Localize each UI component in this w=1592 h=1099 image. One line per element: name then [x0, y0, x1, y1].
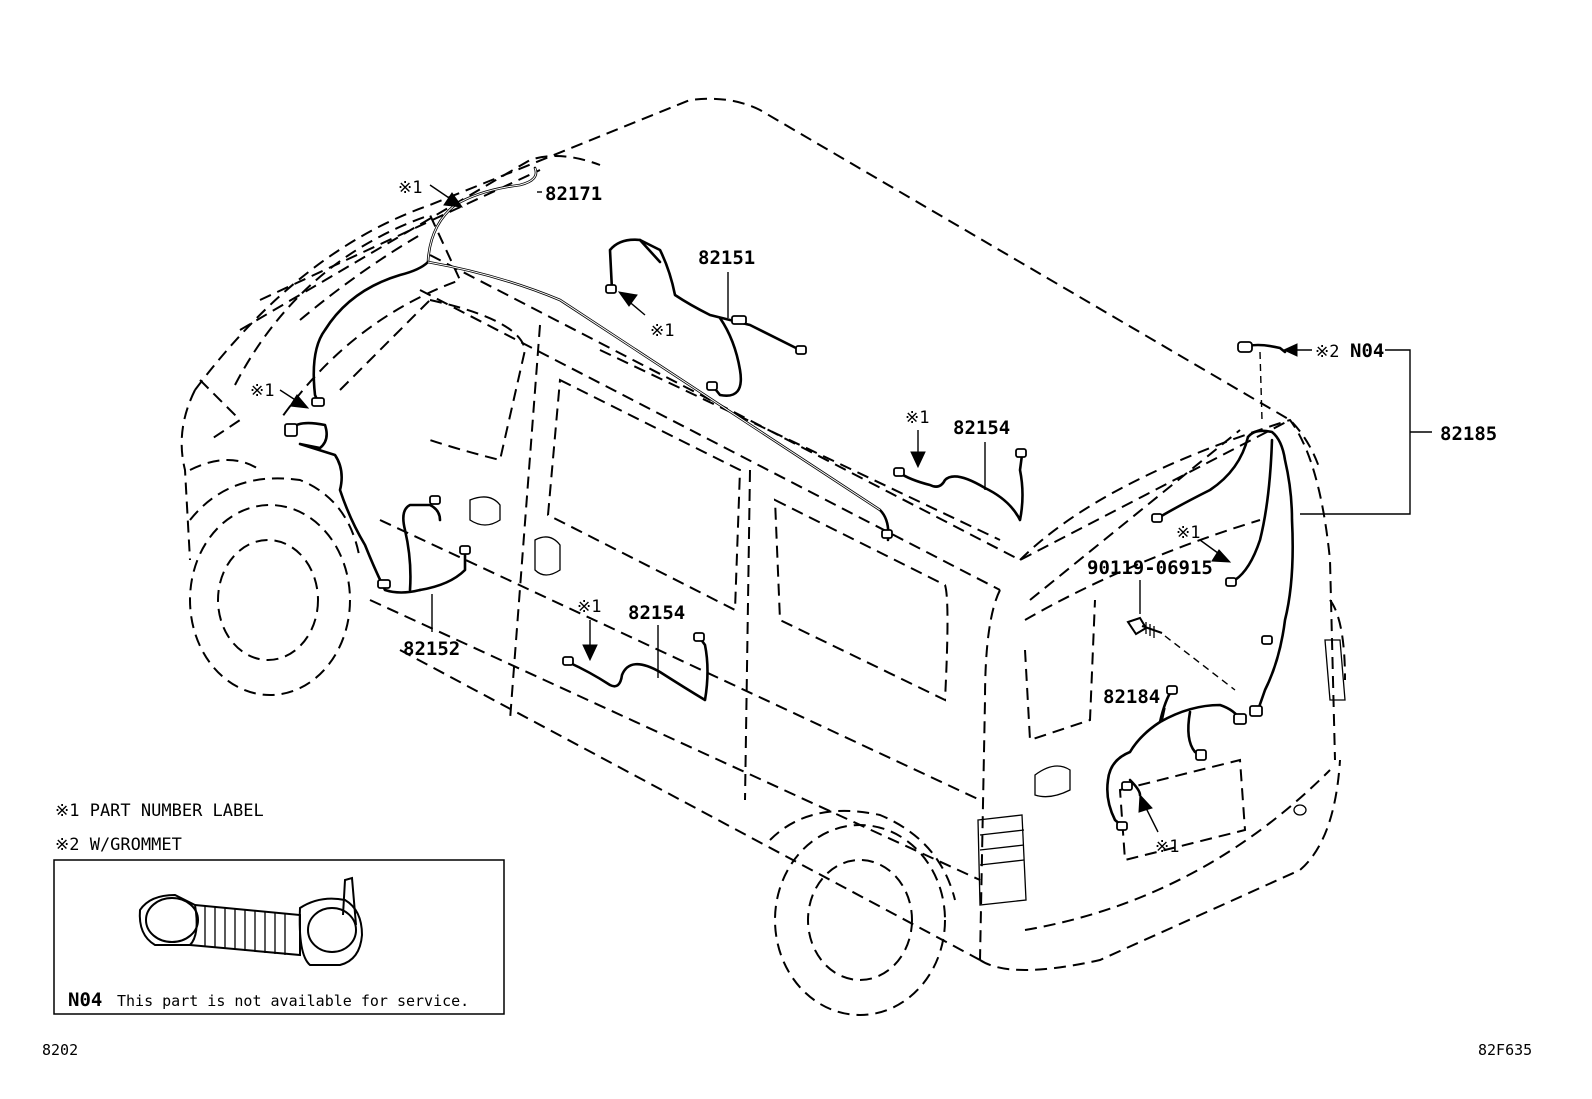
van-body-outline — [180, 97, 1346, 971]
harness-82185 — [1151, 429, 1294, 717]
footer: 8202 82F635 — [42, 1041, 1532, 1059]
marker-82171: ※1 — [398, 178, 422, 198]
front-wheel — [189, 477, 361, 696]
marker-82185: ※1 — [1176, 523, 1200, 543]
inset-note: This part is not available for service. — [117, 992, 469, 1010]
body-details — [469, 496, 1346, 906]
part-number-labels: 82171 ※1 82151 ※1 82154 ※1 82154 ※1 8215… — [250, 178, 1497, 857]
marker-82154-roof: ※1 — [905, 408, 929, 428]
grommet-n04 — [1237, 341, 1287, 421]
label-82152: 82152 — [403, 638, 460, 660]
label-90119-06915: 90119-06915 — [1087, 557, 1213, 579]
harness-82151 — [605, 238, 807, 397]
label-82171: 82171 — [545, 183, 602, 205]
harness-82154-roof — [893, 448, 1027, 522]
marker-82152: ※1 — [250, 381, 274, 401]
label-82185: 82185 — [1440, 423, 1497, 445]
label-n04: N04 — [1350, 340, 1384, 362]
bolt-90119-06915 — [1126, 580, 1236, 691]
inset-box: N04 This part is not available for servi… — [53, 859, 505, 1015]
marker-n04: ※2 — [1315, 342, 1339, 362]
legend-line-1: ※1 PART NUMBER LABEL — [55, 801, 264, 821]
part-leaders — [431, 191, 1432, 723]
harness-82154-side — [562, 632, 709, 702]
footer-right-code: 82F635 — [1478, 1041, 1532, 1059]
label-82154-roof: 82154 — [953, 417, 1010, 439]
label-arrows — [279, 184, 1312, 833]
legend: ※1 PART NUMBER LABEL ※2 W/GROMMET — [55, 801, 264, 855]
label-82151: 82151 — [698, 247, 755, 269]
label-82154-side: 82154 — [628, 602, 685, 624]
harness-82184 — [1106, 685, 1247, 831]
harness-82171 — [311, 166, 893, 542]
rear-wheel — [769, 809, 956, 1016]
marker-82184: ※1 — [1155, 837, 1179, 857]
label-82184: 82184 — [1103, 686, 1160, 708]
grommet-illustration — [138, 876, 364, 966]
harness-82152 — [284, 421, 471, 594]
inset-code: N04 — [68, 989, 102, 1011]
marker-82151: ※1 — [650, 321, 674, 341]
legend-line-2: ※2 W/GROMMET — [55, 835, 182, 855]
footer-left-code: 8202 — [42, 1041, 78, 1059]
marker-82154-side: ※1 — [577, 597, 601, 617]
